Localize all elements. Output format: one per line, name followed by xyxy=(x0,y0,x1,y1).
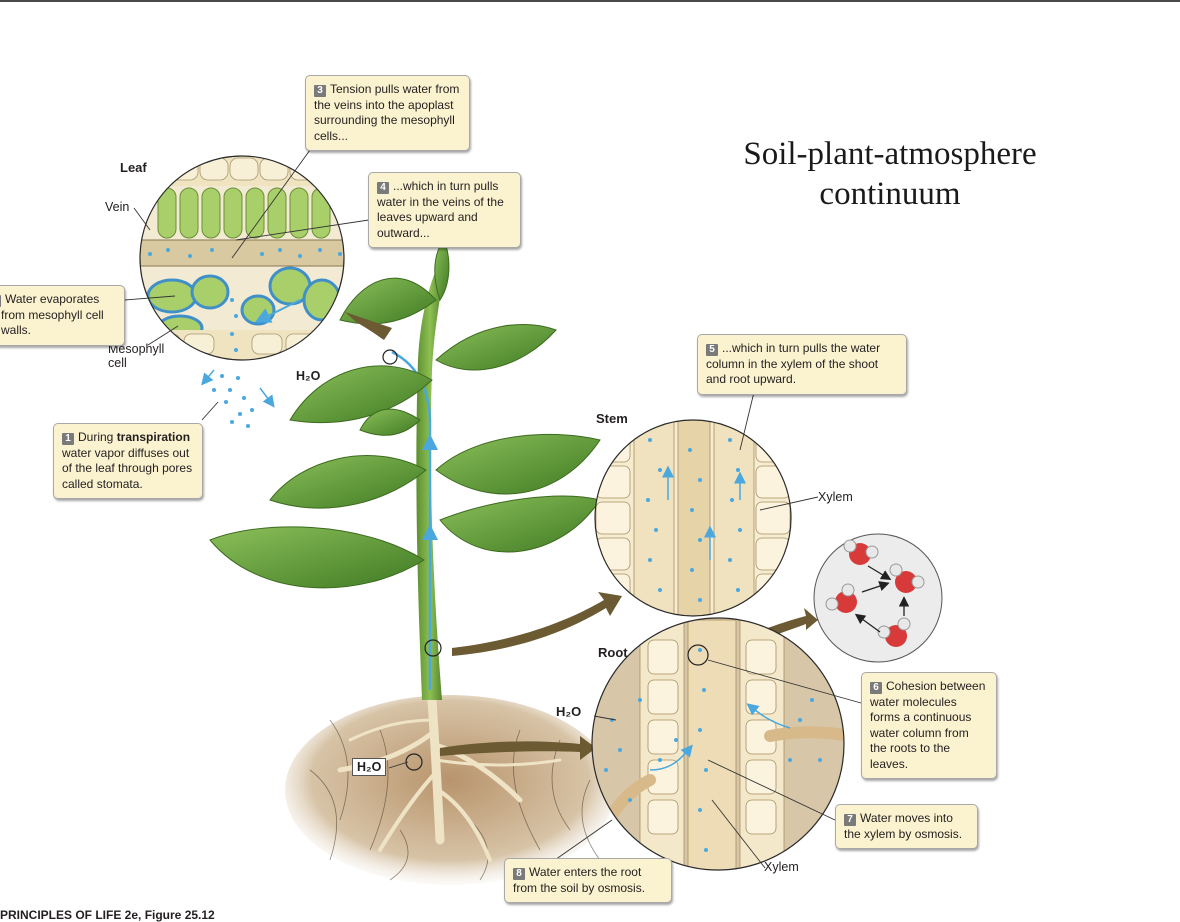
stem-label: Stem xyxy=(596,411,628,426)
water-molecules xyxy=(813,533,943,663)
plant-leaves xyxy=(209,239,601,589)
roots xyxy=(337,695,562,862)
callout-3-number: 3 xyxy=(314,85,326,97)
soil xyxy=(285,695,615,885)
callout-3-text: Tension pulls water from the veins into … xyxy=(314,82,460,143)
plant-stem xyxy=(382,270,444,771)
mesophyll-label-line-2: cell xyxy=(108,356,127,370)
callout-1-bold: transpiration xyxy=(116,430,191,444)
mesophyll-label: Mesophyll cell xyxy=(108,342,164,370)
callout-6-number: 6 xyxy=(870,682,882,694)
callout-1-number: 1 xyxy=(62,433,74,445)
water-vapor xyxy=(201,369,275,428)
callout-5-text: ...which in turn pulls the water column … xyxy=(706,341,881,386)
title-line-1: Soil-plant-atmosphere xyxy=(743,136,1037,172)
callout-8-number: 8 xyxy=(513,868,525,880)
xylem-stem-label: Xylem xyxy=(818,490,853,504)
callout-1-text-b: water vapor diffuses out of the leaf thr… xyxy=(62,445,193,491)
h2o-root-label: H₂O xyxy=(556,704,582,719)
title-line-2: continuum xyxy=(819,176,961,212)
callout-7-text: Water moves into the xylem by osmosis. xyxy=(844,811,963,841)
callout-4-text: ...which in turn pulls water in the vein… xyxy=(377,179,504,240)
root-label: Root xyxy=(598,645,628,660)
callout-1-text-a: During xyxy=(78,430,117,444)
leaf-label: Leaf xyxy=(120,160,147,175)
callout-1: 1 During transpiration water vapor diffus… xyxy=(53,423,203,499)
top-rule xyxy=(0,0,1180,2)
callout-7-number: 7 xyxy=(844,814,856,826)
mesophyll-label-line-1: Mesophyll xyxy=(108,342,165,356)
h2o-soil-label: H₂O xyxy=(352,758,387,776)
xylem-root-label: Xylem xyxy=(764,860,799,874)
leader-lines xyxy=(124,149,862,869)
callout-2: 2Water evaporates from mesophyll cell wa… xyxy=(0,285,125,346)
vein-label: Vein xyxy=(105,200,130,214)
callout-5-number: 5 xyxy=(706,344,718,356)
root-cross-section xyxy=(591,617,845,871)
callout-2-number: 2 xyxy=(0,295,1,307)
leaf-cross-section xyxy=(139,155,345,361)
figure-credit: PRINCIPLES OF LIFE 2e, Figure 25.12 xyxy=(0,908,215,922)
callout-5: 5...which in turn pulls the water column… xyxy=(697,334,907,395)
callout-6-text: Cohesion between water molecules forms a… xyxy=(870,679,986,771)
callout-4-number: 4 xyxy=(377,182,389,194)
h2o-leaf-label: H₂O xyxy=(296,369,321,383)
callout-4: 4...which in turn pulls water in the vei… xyxy=(368,172,521,248)
callout-8-text: Water enters the root from the soil by o… xyxy=(513,865,646,895)
stem-cross-section xyxy=(594,419,792,617)
page-title: Soil-plant-atmosphere continuum xyxy=(690,134,1090,214)
callout-2-text: Water evaporates from mesophyll cell wal… xyxy=(1,292,104,337)
